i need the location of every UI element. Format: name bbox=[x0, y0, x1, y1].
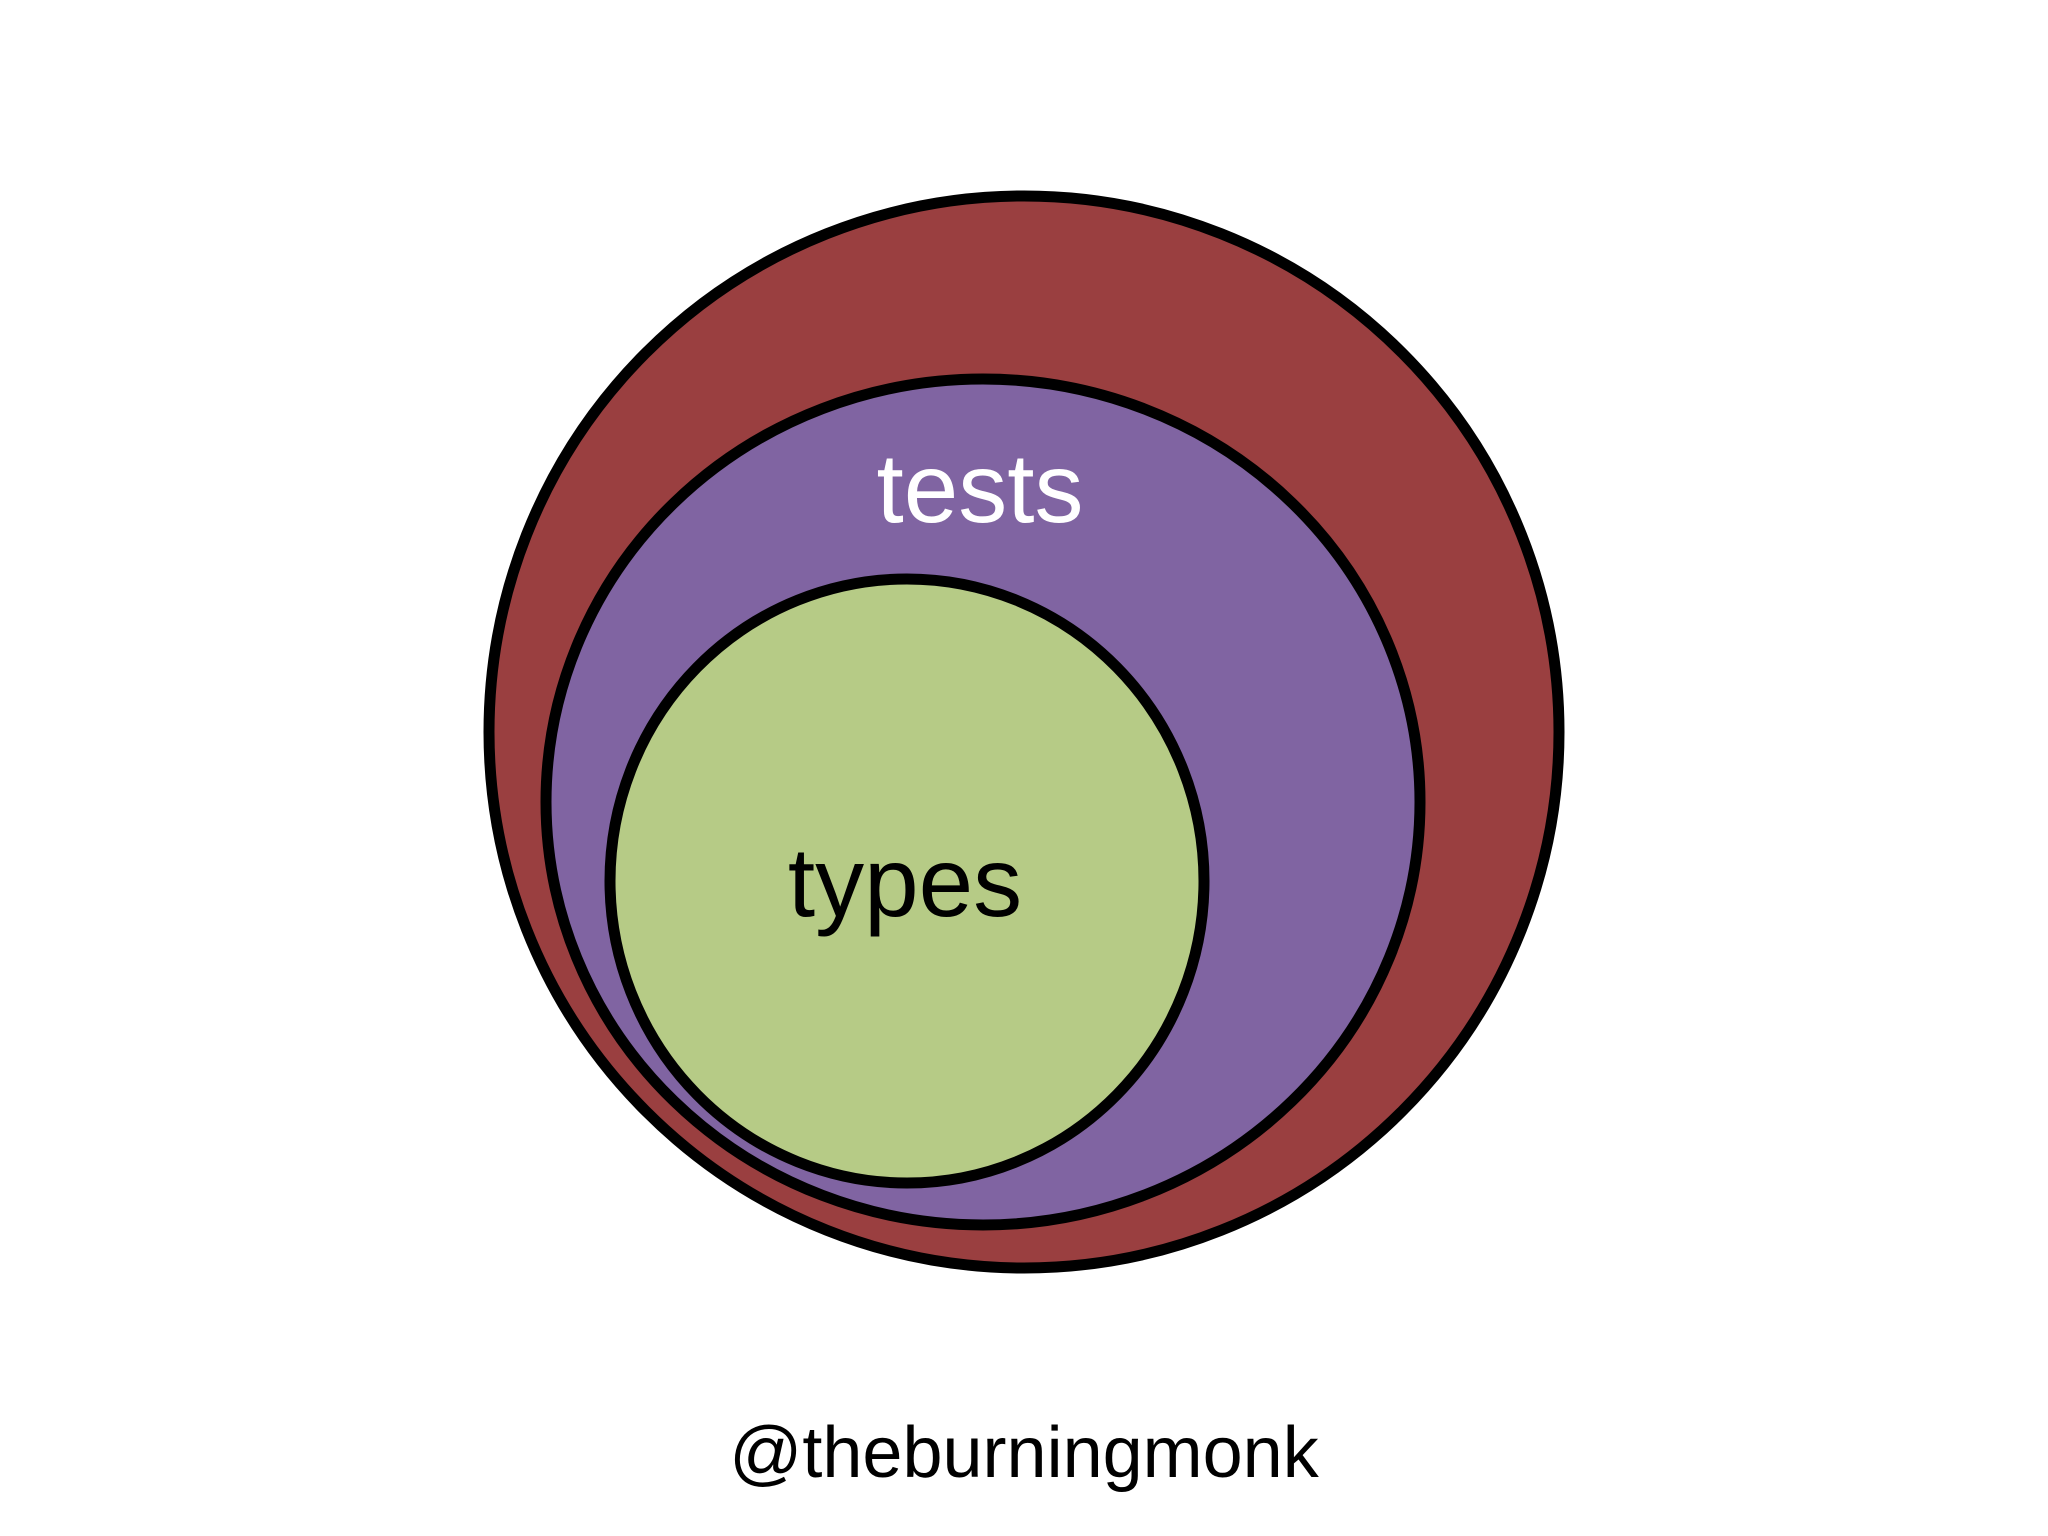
types-circle bbox=[604, 573, 1210, 1189]
tests-label: tests bbox=[877, 433, 1084, 543]
types-label: types bbox=[788, 827, 1022, 937]
author-handle: @theburningmonk bbox=[729, 1413, 1319, 1493]
